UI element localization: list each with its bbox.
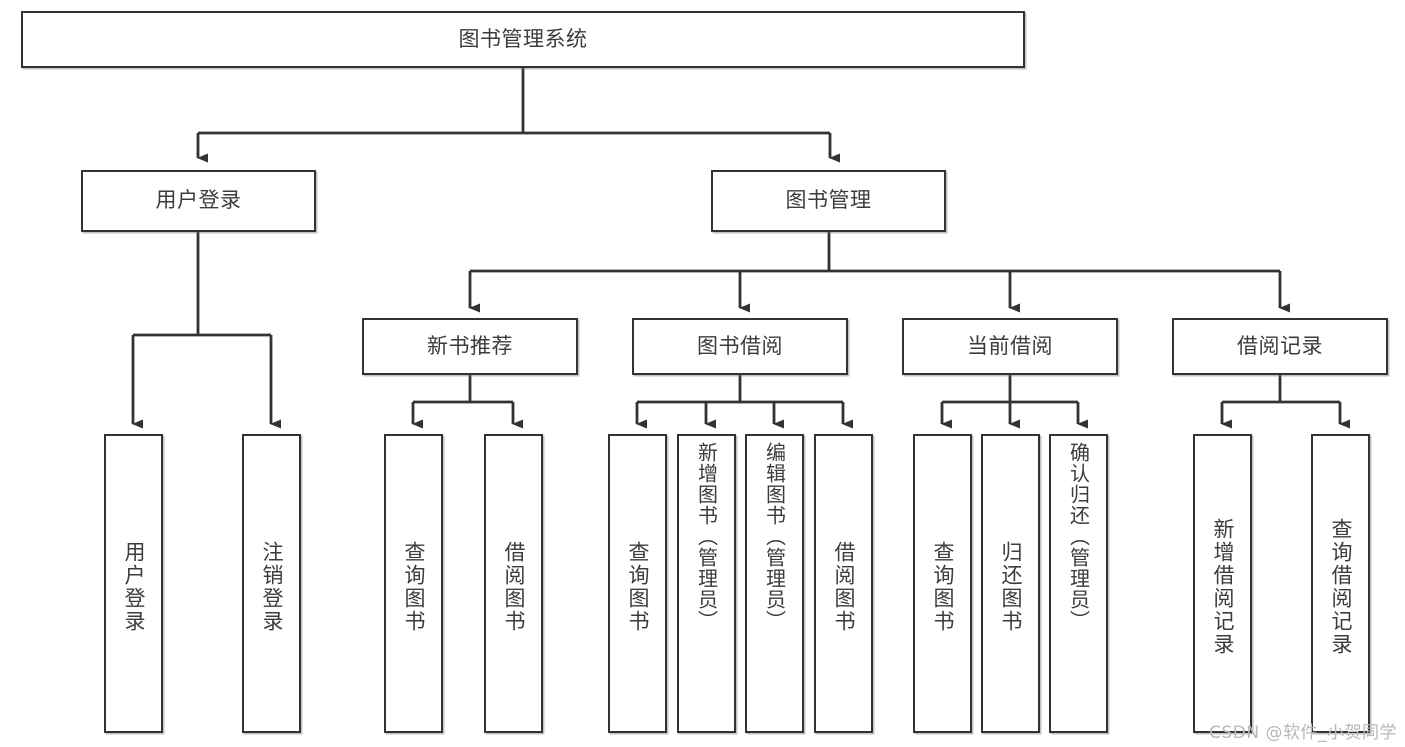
node-leaf-borrow-book-2[interactable]: 借阅图书 [814, 434, 873, 733]
node-leaf-borrow-book-1[interactable]: 借阅图书 [484, 434, 543, 733]
node-book-borrow[interactable]: 图书借阅 [632, 318, 848, 375]
node-leaf-add-book-label: 新增图书（管理员） [694, 442, 719, 631]
node-user-login[interactable]: 用户登录 [81, 170, 316, 232]
node-borrow-record[interactable]: 借阅记录 [1172, 318, 1388, 375]
node-leaf-query-book-3[interactable]: 查询图书 [913, 434, 972, 733]
node-leaf-add-record[interactable]: 新增借阅记录 [1193, 434, 1252, 733]
node-book-management-label: 图书管理 [785, 188, 872, 213]
node-leaf-query-book-1-label: 查询图书 [402, 540, 426, 633]
node-leaf-borrow-book-2-label: 借阅图书 [832, 540, 856, 633]
node-borrow-record-label: 借阅记录 [1237, 333, 1323, 358]
node-leaf-user-logout-label: 注销登录 [260, 540, 284, 633]
node-root-label: 图书管理系统 [458, 26, 588, 51]
node-leaf-add-record-label: 新增借阅记录 [1211, 517, 1235, 656]
node-leaf-query-record-label: 查询借阅记录 [1329, 517, 1353, 656]
node-new-book-recommend-label: 新书推荐 [427, 333, 513, 358]
node-leaf-query-book-3-label: 查询图书 [931, 540, 955, 633]
node-leaf-edit-book-label: 编辑图书（管理员） [762, 442, 787, 631]
node-user-login-label: 用户登录 [155, 188, 242, 213]
node-root[interactable]: 图书管理系统 [21, 11, 1025, 68]
watermark-text: CSDN @软件_小贺同学 [1209, 723, 1397, 743]
node-leaf-edit-book[interactable]: 编辑图书（管理员） [745, 434, 804, 733]
node-current-borrow[interactable]: 当前借阅 [902, 318, 1118, 375]
node-current-borrow-label: 当前借阅 [967, 333, 1053, 358]
node-leaf-return-book[interactable]: 归还图书 [981, 434, 1040, 733]
node-book-management[interactable]: 图书管理 [711, 170, 946, 232]
node-book-borrow-label: 图书借阅 [697, 333, 783, 358]
node-leaf-query-book-2-label: 查询图书 [626, 540, 650, 633]
node-leaf-return-book-label: 归还图书 [999, 540, 1023, 633]
node-leaf-user-login[interactable]: 用户登录 [104, 434, 163, 733]
node-leaf-borrow-book-1-label: 借阅图书 [502, 540, 526, 633]
node-leaf-query-record[interactable]: 查询借阅记录 [1311, 434, 1370, 733]
node-leaf-user-logout[interactable]: 注销登录 [242, 434, 301, 733]
node-leaf-confirm-return-label: 确认归还（管理员） [1066, 442, 1091, 631]
node-leaf-add-book[interactable]: 新增图书（管理员） [677, 434, 736, 733]
node-leaf-query-book-1[interactable]: 查询图书 [384, 434, 443, 733]
node-leaf-query-book-2[interactable]: 查询图书 [608, 434, 667, 733]
node-leaf-confirm-return[interactable]: 确认归还（管理员） [1049, 434, 1108, 733]
node-leaf-user-login-label: 用户登录 [122, 540, 146, 633]
node-new-book-recommend[interactable]: 新书推荐 [362, 318, 578, 375]
